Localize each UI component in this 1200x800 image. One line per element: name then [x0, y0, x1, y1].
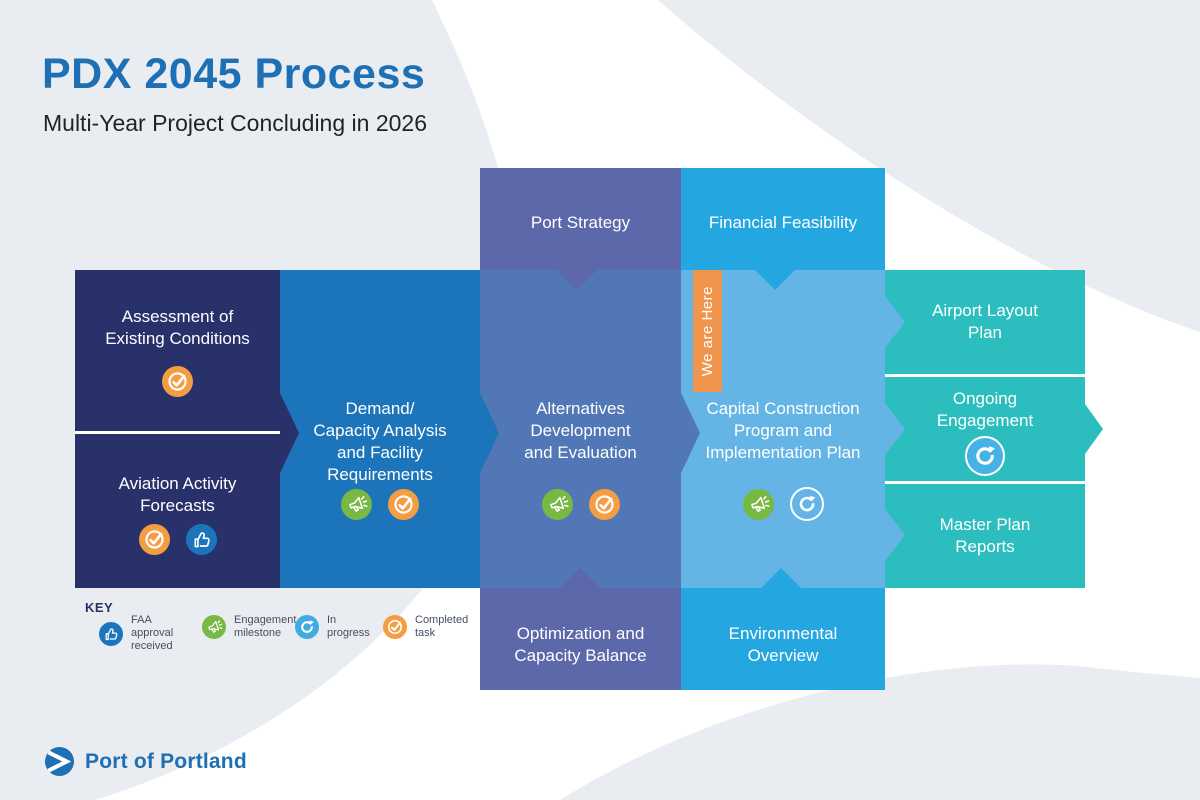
- chevron-right-icon: [480, 393, 499, 473]
- section-divider: [885, 481, 1085, 484]
- engagement-milestone-icon: [541, 489, 573, 520]
- assessment-title: Assessment of Existing Conditions: [105, 307, 250, 349]
- chevron-up-icon: [761, 568, 801, 588]
- completed-task-icon: [383, 615, 407, 640]
- section-ongoing-engagement: Ongoing Engagement: [885, 377, 1085, 481]
- port-logo-mark-icon: [44, 746, 75, 777]
- block-outcomes: Airport Layout Plan Ongoing Engagement M…: [885, 270, 1085, 588]
- key-item-completed: Completed task: [383, 614, 468, 640]
- block-title: Demand/ Capacity Analysis and Facility R…: [313, 399, 447, 485]
- block-title: Port Strategy: [530, 212, 631, 232]
- block-optimization: Optimization and Capacity Balance: [480, 588, 681, 690]
- in-progress-icon: [965, 436, 1005, 477]
- chevron-right-icon: [885, 403, 905, 455]
- engagement-milestone-icon: [202, 615, 226, 640]
- we-are-here-label: We are Here: [699, 285, 716, 377]
- chevron-up-icon: [560, 568, 600, 588]
- key-item-faa-approval: FAA approval received: [99, 614, 173, 654]
- section-airport-layout-plan: Airport Layout Plan: [885, 270, 1085, 374]
- in-progress-icon: [295, 615, 319, 640]
- section-divider: [885, 374, 1085, 377]
- block-port-strategy: Port Strategy: [480, 168, 681, 270]
- block-title: Optimization and Capacity Balance: [514, 623, 647, 665]
- engagement-milestone-icon: [742, 488, 774, 520]
- block-demand-capacity: Demand/ Capacity Analysis and Facility R…: [280, 270, 480, 588]
- chevron-right-icon: [681, 393, 700, 473]
- block-alternatives: Alternatives Development and Evaluation: [480, 270, 681, 588]
- in-progress-icon: [789, 487, 824, 521]
- engagement-milestone-icon: [341, 489, 372, 520]
- section-divider: [75, 431, 280, 434]
- section-title: Ongoing Engagement: [936, 388, 1034, 430]
- key-item-in-progress: In progress: [295, 614, 370, 640]
- page-subtitle: Multi-Year Project Concluding in 2026: [43, 110, 427, 136]
- alternatives-icons: [480, 489, 681, 520]
- page-title: PDX 2045 Process: [42, 50, 426, 98]
- block-title: Financial Feasibility: [708, 212, 858, 232]
- block-assessment-and-forecasts: Assessment of Existing Conditions Aviati…: [75, 270, 280, 588]
- key-item-label: In progress: [327, 614, 370, 640]
- block-title: Alternatives Development and Evaluation: [524, 399, 637, 463]
- section-title: Airport Layout Plan: [932, 300, 1038, 342]
- block-title: Environmental Overview: [728, 623, 838, 665]
- chevron-right-icon: [280, 393, 299, 473]
- key-item-label: Engagement milestone: [234, 614, 297, 640]
- key-item-label: Completed task: [415, 614, 469, 640]
- key-item-label: FAA approval received: [131, 614, 174, 653]
- section-master-plan-reports: Master Plan Reports: [885, 484, 1085, 588]
- key-heading: KEY: [85, 600, 114, 615]
- faa-approval-icon: [99, 621, 123, 646]
- chevron-right-icon: [885, 296, 905, 348]
- port-logo-text: Port of Portland: [85, 749, 247, 773]
- aviation-title: Aviation Activity Forecasts: [118, 474, 237, 516]
- block-financial-feasibility: Financial Feasibility: [681, 168, 885, 270]
- chevron-down-icon: [557, 270, 597, 290]
- aviation-icons: [75, 524, 280, 555]
- port-of-portland-logo: Port of Portland: [44, 746, 247, 777]
- chevron-right-icon: [885, 509, 905, 561]
- key-legend: KEY FAA approval received Engagement mil…: [85, 600, 468, 652]
- chevron-down-icon: [755, 270, 795, 290]
- we-are-here-marker: We are Here: [693, 270, 722, 392]
- key-item-engagement: Engagement milestone: [202, 614, 296, 640]
- assessment-icons: [75, 366, 280, 397]
- completed-task-icon: [388, 489, 419, 520]
- block-environmental: Environmental Overview: [681, 588, 885, 690]
- demand-icons: [280, 489, 480, 520]
- faa-approval-icon: [185, 524, 217, 555]
- section-title: Master Plan Reports: [939, 514, 1031, 556]
- capital-icons: [681, 487, 885, 521]
- completed-task-icon: [588, 489, 620, 520]
- completed-task-icon: [162, 366, 193, 397]
- chevron-right-icon: [1085, 404, 1103, 454]
- block-title: Capital Construction Program and Impleme…: [705, 399, 861, 463]
- completed-task-icon: [138, 524, 170, 555]
